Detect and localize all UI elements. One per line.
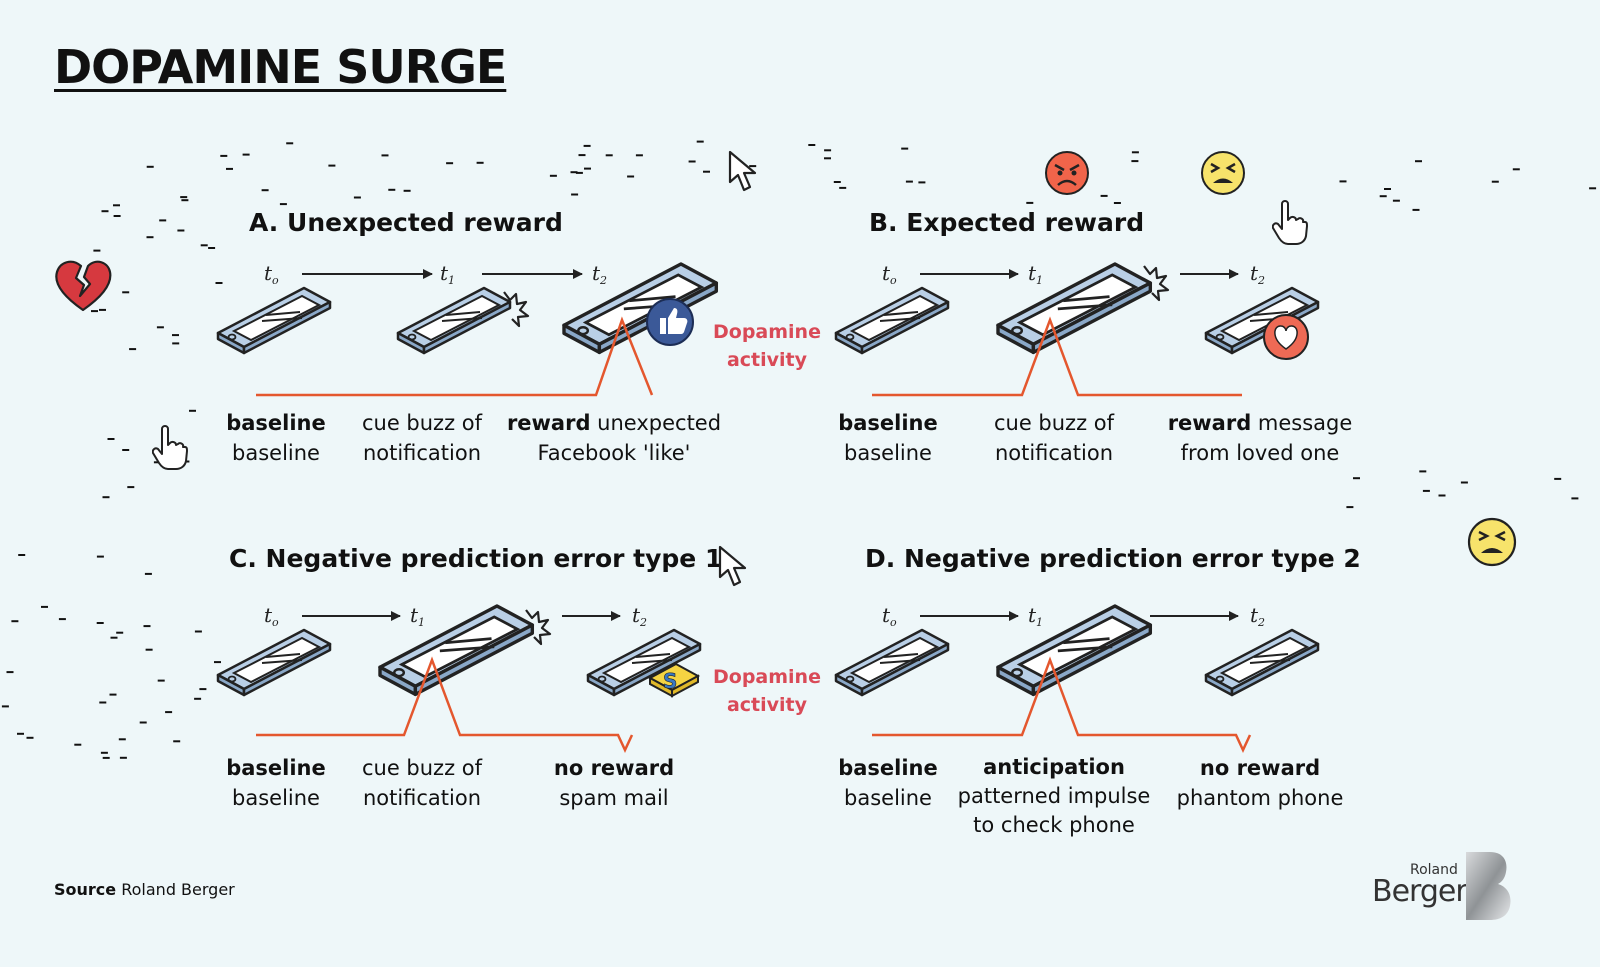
phone-icon [396,286,512,355]
logo-b-mark [1466,852,1511,920]
phone-icon [216,286,332,355]
time-label-t0: to [264,261,279,287]
time-label-t2: t2 [632,603,647,629]
time-label-t1: t1 [1028,261,1043,287]
phone-icon [1204,628,1320,697]
phone-icon [996,262,1153,355]
hand-pointer-icon [1272,200,1308,245]
phone-icon [996,604,1153,697]
phone-icon [216,628,332,697]
panel-title: C. Negative prediction error type 1 [229,544,723,573]
time-label-t0: to [264,603,279,629]
tired-face-icon [1201,151,1245,195]
tired-face-icon [1467,517,1517,567]
hand-pointer-icon [152,425,188,470]
heart-icon [1263,314,1309,360]
time-label-t0: to [882,261,897,287]
panel-negative-error-type-1: C. Negative prediction error type 1 to t… [200,530,760,820]
panel-art: to t1 t2 [834,603,1320,753]
phone-icon [834,628,950,697]
panel-art: to t1 t2 [216,261,719,397]
thumbs-up-icon [646,298,694,346]
phone-icon [378,604,535,697]
time-label-t2: t2 [1250,603,1265,629]
panel-title: D. Negative prediction error type 2 [865,544,1361,573]
roland-berger-logo: Roland Berger [1372,850,1522,925]
time-label-t1: t1 [1028,603,1043,629]
svg-text:S: S [663,669,677,693]
panel-art: to t1 t2 S [216,603,702,753]
phone-icon [834,286,950,355]
time-label-t0: to [882,603,897,629]
page-title: DOPAMINE SURGE [54,40,507,94]
phone-icon [562,262,719,355]
panel-title: A. Unexpected reward [249,208,563,237]
spam-mail-icon: S [647,662,701,698]
panel-art: to t1 t2 [834,261,1320,397]
panel-title: B. Expected reward [869,208,1145,237]
time-label-t1: t1 [410,603,425,629]
broken-heart-icon [55,260,112,312]
time-label-t2: t2 [592,261,607,287]
panel-negative-error-type-2: D. Negative prediction error type 2 to t… [818,530,1378,837]
cursor-arrow-icon [728,150,757,192]
time-label-t2: t2 [1250,261,1265,287]
time-label-t1: t1 [440,261,455,287]
cursor-arrow-icon [718,545,747,587]
angry-face-icon [1045,151,1089,195]
source-note: Source Roland Berger [54,880,235,899]
